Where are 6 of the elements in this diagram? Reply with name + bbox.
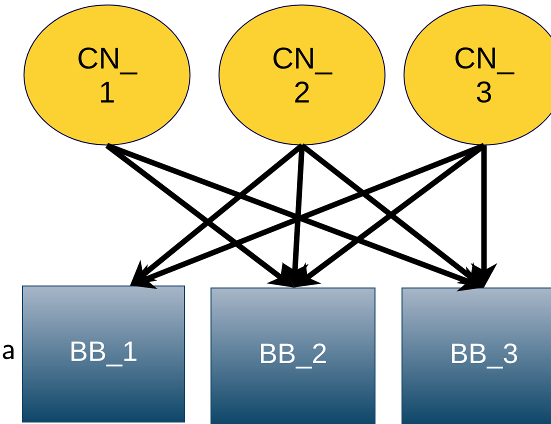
- circle-node: CN_ 2: [218, 4, 386, 146]
- process-box: BB_3: [402, 288, 551, 424]
- process-box: BB_2: [210, 288, 376, 424]
- circle-node: CN_ 3: [404, 4, 551, 146]
- circle-node: CN_ 1: [24, 4, 190, 146]
- process-box: BB_1: [22, 286, 185, 422]
